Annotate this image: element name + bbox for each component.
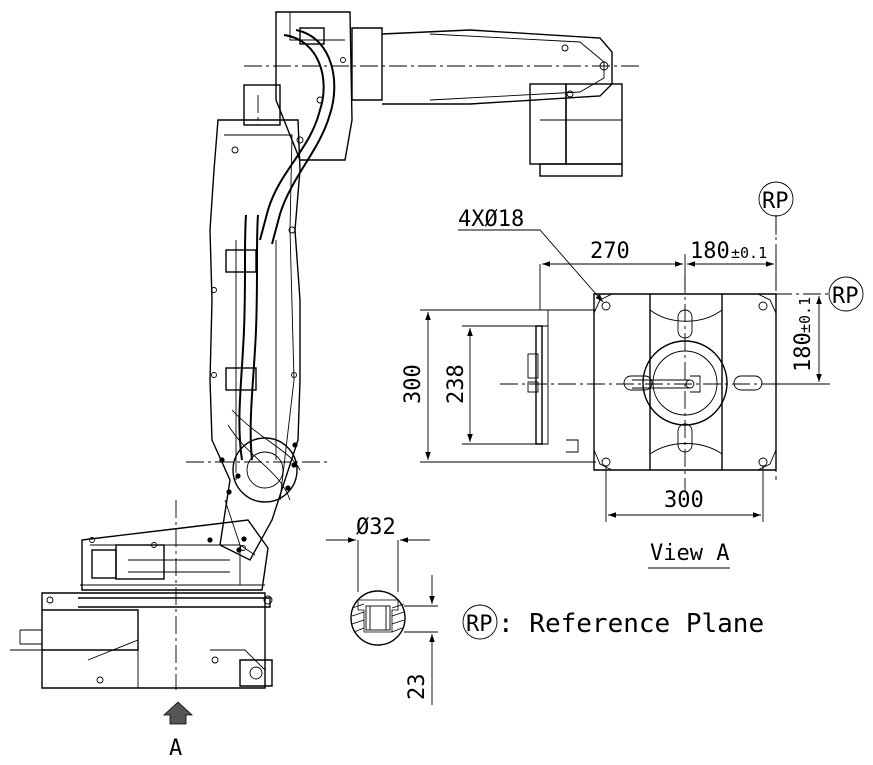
view-a-title: View A [650,541,729,566]
view-a-arrow-label: A [169,736,182,761]
robot-upper-arm [351,27,623,177]
rp-marker-right: RP [828,276,864,312]
tol-top: ±0.1 [731,244,767,262]
robot-turret [81,519,269,591]
hole-spec-label: 4XØ18 [458,207,524,232]
rp-top-label: RP [762,189,789,214]
left-dimensions: 300 238 [401,309,596,463]
dim-300-horizontal: 300 [664,488,704,513]
dim-23: 23 [405,674,430,701]
rp-marker-top: RP [758,181,794,235]
dim-180-top: 180 [690,239,730,264]
view-a-centerlines [500,215,830,490]
hole-callout: 4XØ18 [458,207,604,303]
pin-detail: Ø32 23 [326,515,438,705]
dim-180-side: 180 [791,332,816,372]
robot-upper-housing [243,11,353,245]
rp-legend-symbol: RP [466,612,493,637]
view-a-caption: View A [648,541,730,569]
rp-right-label: RP [832,284,859,309]
robot-side-view: A [10,11,640,761]
view-a: 4XØ18 270 180 ±0.1 RP RP 180 [401,181,864,569]
tol-side: ±0.1 [796,297,814,333]
dim-270: 270 [590,239,630,264]
dim-dia-32: Ø32 [356,515,396,540]
top-dimensions: 270 180 ±0.1 [539,239,777,310]
dim-300-vertical: 300 [401,364,426,404]
dim-238: 238 [444,364,469,404]
rp-legend: RP : Reference Plane [462,604,764,640]
robot-centerlines [175,65,640,690]
right-dimension: 180 ±0.1 [776,296,830,385]
rp-legend-text: : Reference Plane [498,609,764,639]
bottom-dimension: 300 [605,466,764,522]
robot-lower-arm [207,119,301,561]
view-a-arrow: A [162,701,194,761]
base-side-profile [527,310,579,453]
robot-base [10,584,273,689]
